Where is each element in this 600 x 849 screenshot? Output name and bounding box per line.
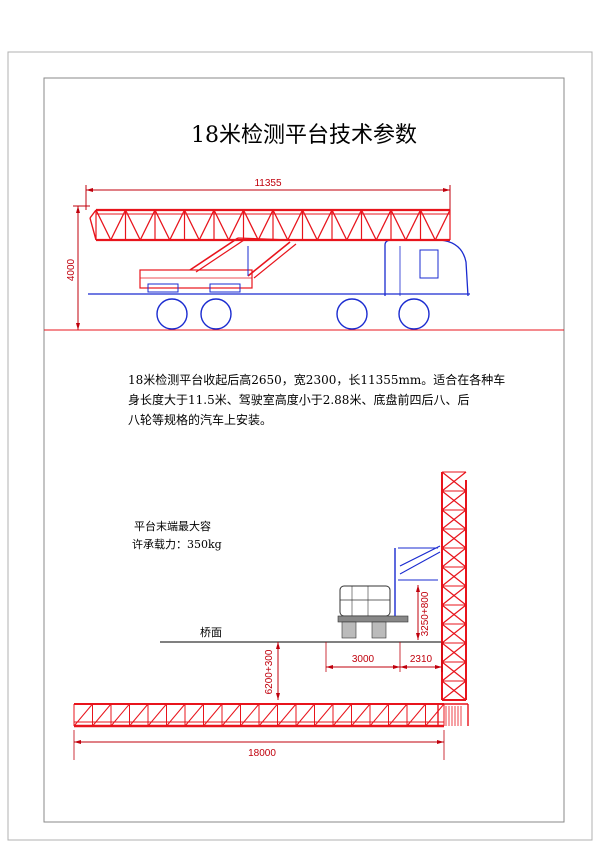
description-line-1: 18米检测平台收起后高2650，宽2300，长11355mm。适合在各种车 [128, 372, 505, 387]
chassis-frame [139, 269, 253, 289]
load-label-line-2: 许承载力：350kg [132, 538, 222, 551]
truss-member [147, 703, 167, 727]
truss-member [129, 703, 149, 727]
truss-member [441, 623, 467, 644]
truss-member [441, 661, 467, 682]
wheel-4 [398, 298, 430, 330]
truss-member [419, 209, 436, 241]
truss-member [434, 209, 451, 241]
truss-member [301, 209, 318, 241]
load-label-line-1: 平台末端最大容 [134, 519, 211, 533]
truss-member [332, 703, 352, 727]
inner-frame [43, 77, 565, 823]
truss-member [221, 703, 241, 727]
wheel-3 [336, 298, 368, 330]
bridge-truck-cab [339, 585, 391, 617]
truss-member [316, 209, 333, 241]
truss-member [92, 703, 112, 727]
truss-member [441, 566, 467, 587]
truss-member [169, 209, 186, 241]
truss-member [242, 209, 259, 241]
outer-frame [7, 51, 593, 841]
truss-member [198, 209, 215, 241]
cab-window [419, 249, 439, 279]
truss-member [441, 528, 467, 549]
lift-arm-right [247, 241, 291, 277]
truss-member [287, 209, 304, 241]
truss-member [425, 703, 445, 727]
bottom-view: 平台末端最大容 许承载力：350kg 桥面 3250+800 [73, 471, 469, 760]
truss-member [375, 209, 392, 241]
truss-member [351, 703, 371, 727]
truss-member [89, 217, 97, 241]
truss-member [95, 209, 112, 241]
truss-member [110, 703, 130, 727]
vertical-tower-truss [437, 471, 469, 726]
truss-member [184, 703, 204, 727]
truss-member [166, 703, 186, 727]
truss-member [441, 509, 467, 530]
truss-member [213, 209, 230, 241]
truss-member [295, 703, 315, 727]
height-dimension-label: 4000 [66, 258, 77, 281]
truss-member [441, 547, 467, 568]
truss-member [272, 209, 289, 241]
bridge-label: 桥面 [200, 626, 222, 639]
wheel-1 [156, 298, 188, 330]
dim-vertical-right-label: 3250+800 [420, 591, 431, 636]
lift-arm-left [189, 237, 239, 271]
truss-member [441, 490, 467, 511]
truck-cab [384, 239, 469, 297]
truss-member [406, 703, 426, 727]
dim-vertical-left-label: 6200+300 [264, 649, 275, 694]
truss-member [124, 209, 141, 241]
truss-member [388, 703, 408, 727]
dim-2310-label: 2310 [410, 654, 433, 665]
horizontal-platform-truss [73, 703, 462, 728]
top-view: 11355 4000 [44, 178, 564, 331]
truss-member [314, 703, 334, 727]
truss-member [183, 209, 200, 241]
dim-3000-label: 3000 [352, 654, 375, 665]
description-line-2: 身长度大于11.5米、驾驶室高度小于2.88米、底盘前四后八、后 [128, 392, 469, 407]
description-line-3: 八轮等规格的汽车上安装。 [128, 412, 272, 427]
truss-member [73, 703, 93, 727]
truss-member [390, 209, 407, 241]
length-dimension-label: 11355 [254, 178, 282, 189]
truss-member [405, 209, 422, 241]
truss-member [360, 209, 377, 241]
truss-member [139, 209, 156, 241]
truss-member [228, 209, 245, 241]
truss-member [110, 209, 127, 241]
page-title: 18米检测平台技术参数 [191, 123, 417, 148]
wheel-2 [200, 298, 232, 330]
truss-member [257, 209, 274, 241]
truss-member [441, 604, 467, 625]
truss-member [441, 642, 467, 663]
truss-member [369, 703, 389, 727]
truss-member [89, 209, 97, 219]
truss-member [258, 703, 278, 727]
truss-member [441, 585, 467, 606]
truss-member [240, 703, 260, 727]
truss-member [277, 703, 297, 727]
truss-member [331, 209, 348, 241]
boom-truss [89, 208, 451, 242]
truss-member [346, 209, 363, 241]
truss-member [154, 209, 171, 241]
truss-member [441, 680, 467, 701]
truss-member [441, 471, 467, 492]
truss-member [203, 703, 223, 727]
dim-length-label: 18000 [248, 748, 276, 759]
